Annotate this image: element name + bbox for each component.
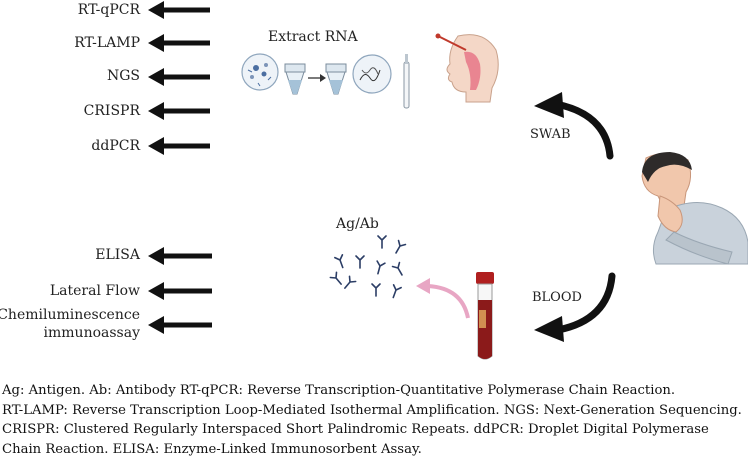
label-crispr: CRISPR — [83, 103, 140, 119]
arrow-elisa — [148, 247, 212, 265]
ag-ab-title: Ag/Ab — [336, 216, 379, 232]
coughing-patient-illustration — [641, 152, 748, 265]
antibody-antigen-cluster — [329, 235, 407, 299]
blood-label: BLOOD — [532, 290, 582, 305]
label-ddpcr: ddPCR — [91, 138, 140, 154]
arrow-ngs — [148, 68, 210, 86]
swab-curved-arrow — [534, 92, 614, 160]
arrow-chemiluminescence — [148, 316, 212, 334]
arrow-rt-lamp — [148, 34, 210, 52]
blood-curved-arrow — [534, 272, 616, 342]
caption-line-2: RT-LAMP: Reverse Transcription Loop-Medi… — [2, 402, 742, 418]
extract-rna-title: Extract RNA — [268, 29, 358, 45]
tube-2-icon — [325, 63, 347, 95]
arrow-crispr — [148, 102, 210, 120]
pink-curved-arrow — [416, 278, 470, 319]
nasal-swab-head-illustration — [435, 33, 499, 103]
label-lateral-flow: Lateral Flow — [49, 283, 140, 299]
label-chemi-line-1: Chemiluminescence — [0, 307, 140, 323]
rna-extraction-illustration — [241, 53, 410, 109]
arrow-rt-qpcr — [148, 1, 210, 19]
arrow-lateral-flow — [148, 282, 212, 300]
swab-label: SWAB — [530, 127, 571, 142]
label-elisa: ELISA — [95, 247, 140, 263]
tube-1-icon — [284, 63, 306, 95]
label-rt-lamp: RT-LAMP — [74, 35, 140, 51]
label-ngs: NGS — [106, 68, 140, 84]
caption-line-4: Chain Reaction. ELISA: Enzyme-Linked Imm… — [2, 441, 422, 457]
blood-tube-icon — [476, 272, 494, 360]
process-arrow-icon — [308, 74, 326, 82]
figure-caption: Ag: Antigen. Ab: Antibody RT-qPCR: Rever… — [2, 381, 748, 459]
rna-strand-circle-icon — [352, 54, 392, 94]
caption-line-3: CRISPR: Clustered Regularly Interspaced … — [2, 422, 709, 437]
arrow-ddpcr — [148, 137, 210, 155]
label-chemi-line-2: immunoassay — [43, 325, 140, 341]
label-chemiluminescence-immunoassay: Chemiluminescence immunoassay — [0, 306, 140, 342]
swab-stick-icon — [403, 54, 410, 109]
label-rt-qpcr: RT-qPCR — [77, 2, 140, 18]
virus-circle-icon — [241, 53, 279, 91]
caption-line-1: Ag: Antigen. Ab: Antibody RT-qPCR: Rever… — [2, 383, 676, 398]
